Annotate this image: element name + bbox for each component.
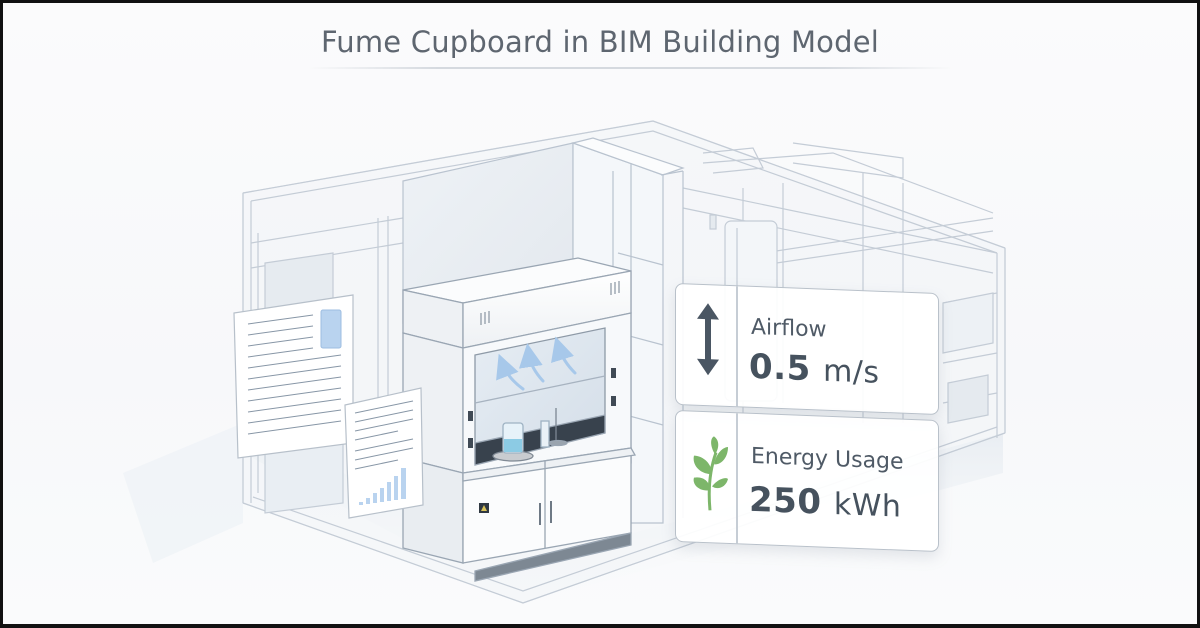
- airflow-unit: m/s: [823, 353, 880, 391]
- airflow-arrows: [496, 336, 577, 391]
- title-divider: [308, 67, 953, 69]
- leaf-sprout-icon: [693, 436, 728, 511]
- airflow-card: Airflow 0.5 m/s: [675, 282, 939, 416]
- energy-value: 250 kWh: [749, 480, 901, 526]
- airflow-number: 0.5: [749, 346, 811, 390]
- fume-cupboard: [402, 257, 637, 582]
- airflow-label: Airflow: [751, 314, 827, 343]
- bar-chart-icon: [359, 468, 406, 505]
- floating-document-text: [233, 294, 354, 459]
- energy-label: Energy Usage: [751, 443, 904, 475]
- bim-illustration: [123, 120, 1006, 604]
- airflow-value: 0.5 m/s: [749, 347, 880, 392]
- vertical-double-arrow-icon: [697, 303, 719, 376]
- energy-usage-card: Energy Usage 250 kWh: [675, 409, 939, 553]
- card-divider: [736, 286, 738, 407]
- card-divider: [736, 413, 738, 544]
- energy-number: 250: [749, 479, 822, 523]
- page-title: Fume Cupboard in BIM Building Model: [320, 25, 880, 59]
- floating-document-report: [344, 387, 424, 519]
- energy-unit: kWh: [833, 487, 902, 525]
